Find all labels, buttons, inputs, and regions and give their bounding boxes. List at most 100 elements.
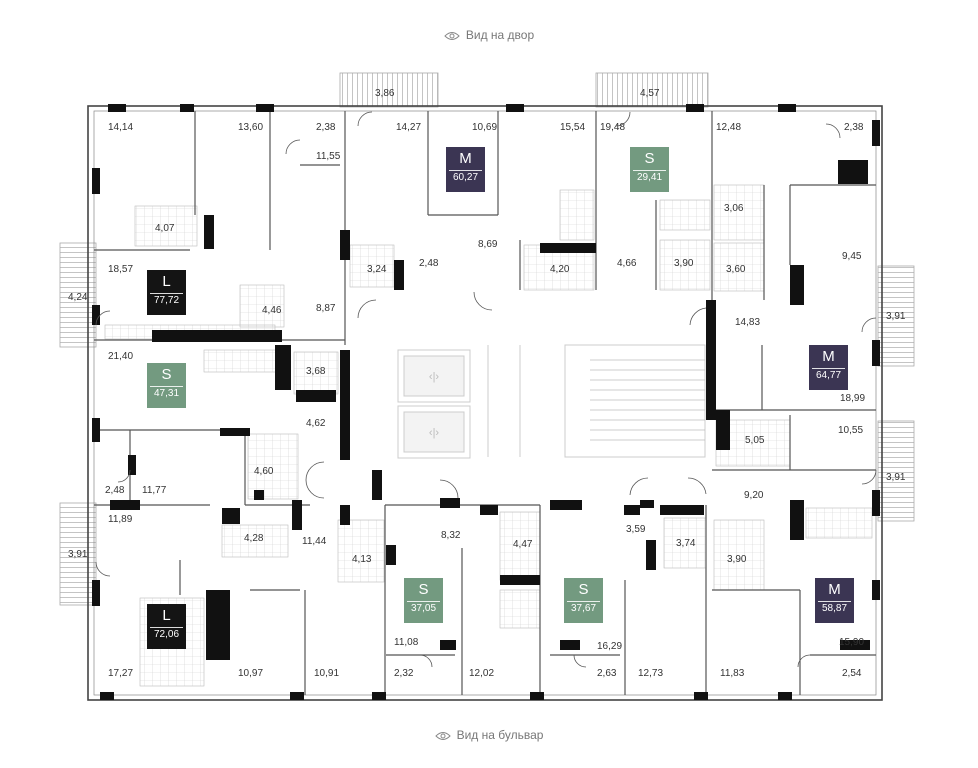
eye-icon — [444, 31, 460, 40]
door-swings — [95, 111, 877, 668]
room-area: 12,48 — [716, 122, 742, 133]
bathroom-tiles — [104, 184, 873, 687]
room-area: 11,83 — [720, 668, 745, 679]
room-area: 17,27 — [108, 668, 134, 679]
room-area: 14,83 — [735, 317, 761, 328]
apartment-badge[interactable]: M 64,77 — [809, 345, 848, 390]
room-area: 18,99 — [840, 393, 866, 404]
apartment-area: 29,41 — [633, 170, 666, 185]
room-area: 19,48 — [600, 122, 626, 133]
room-area: 9,45 — [842, 251, 862, 262]
building-core — [397, 344, 706, 459]
room-area: 8,32 — [441, 530, 461, 541]
room-area: 4,13 — [352, 554, 372, 565]
room-area: 4,66 — [617, 258, 637, 269]
room-area: 10,55 — [838, 425, 864, 436]
room-area: 14,27 — [396, 122, 422, 133]
apartment-area: 72,06 — [150, 627, 183, 642]
room-area: 11,77 — [142, 485, 167, 496]
room-area: 14,14 — [108, 122, 134, 133]
room-area: 3,90 — [674, 258, 694, 269]
apartment-type: M — [828, 581, 841, 598]
room-area: 3,91 — [886, 311, 906, 322]
room-area: 3,74 — [676, 538, 696, 549]
room-area: 2,48 — [419, 258, 439, 269]
room-area: 2,38 — [844, 122, 864, 133]
apartment-area: 64,77 — [812, 368, 845, 383]
room-area: 10,91 — [314, 668, 340, 679]
room-area: 4,57 — [640, 88, 660, 99]
room-area: 8,69 — [478, 239, 498, 250]
room-area: 11,08 — [394, 637, 419, 648]
room-area: 2,63 — [597, 668, 617, 679]
apartment-badge[interactable]: S 47,31 — [147, 363, 186, 408]
room-area: 18,57 — [108, 264, 134, 275]
room-area: 2,54 — [842, 668, 862, 679]
room-area: 4,28 — [244, 533, 264, 544]
room-area: 4,20 — [550, 264, 570, 275]
apartment-badge[interactable]: L 77,72 — [147, 270, 186, 315]
apartment-type: S — [578, 581, 589, 598]
apartment-type: M — [822, 348, 835, 365]
room-area: 9,20 — [744, 490, 764, 501]
room-area: 15,54 — [560, 122, 586, 133]
room-area: 3,60 — [726, 264, 746, 275]
room-area: 15,90 — [839, 637, 865, 648]
structural-columns — [92, 104, 880, 700]
room-area: 2,38 — [316, 122, 336, 133]
apartment-badge[interactable]: S 37,05 — [404, 578, 443, 623]
view-top-text: Вид на двор — [465, 28, 535, 42]
room-area: 4,62 — [306, 418, 326, 429]
apartment-area: 60,27 — [449, 170, 482, 185]
room-area: 3,86 — [375, 88, 395, 99]
room-area: 4,07 — [155, 223, 175, 234]
room-area: 16,29 — [597, 641, 623, 652]
room-area: 11,55 — [316, 151, 341, 162]
room-area: 2,48 — [105, 485, 125, 496]
apartment-area: 37,67 — [567, 601, 600, 616]
apartment-badge[interactable]: S 37,67 — [564, 578, 603, 623]
room-area: 11,44 — [302, 536, 327, 547]
svg-text:‹|›: ‹|› — [429, 371, 440, 383]
room-area: 13,60 — [238, 122, 264, 133]
apartment-type: S — [644, 150, 655, 167]
room-area: 3,59 — [626, 524, 646, 535]
view-bottom-text: Вид на бульвар — [456, 728, 544, 742]
apartment-badge[interactable]: M 58,87 — [815, 578, 854, 623]
view-label-bottom: Вид на бульвар — [0, 728, 978, 742]
room-area: 4,24 — [68, 292, 88, 303]
room-area: 21,40 — [108, 351, 134, 362]
room-area: 3,06 — [724, 203, 744, 214]
apartment-badge[interactable]: L 72,06 — [147, 604, 186, 649]
lift-symbols: ‹|› ‹|› — [429, 371, 440, 439]
exterior-wall-inner — [93, 110, 877, 696]
room-area: 3,91 — [886, 472, 906, 483]
apartment-badge[interactable]: M 60,27 — [446, 147, 485, 192]
balconies — [59, 72, 915, 606]
view-label-top: Вид на двор — [0, 28, 978, 42]
exterior-walls — [87, 105, 883, 701]
apartment-type: S — [161, 366, 172, 383]
eye-icon — [434, 731, 451, 740]
room-area: 10,97 — [238, 668, 264, 679]
apartment-type: S — [418, 581, 429, 598]
room-area: 12,73 — [638, 668, 664, 679]
apartment-type: L — [162, 607, 171, 624]
apartment-type: L — [162, 273, 171, 290]
apartment-area: 47,31 — [150, 386, 183, 401]
apartment-type: M — [459, 150, 472, 167]
room-area: 3,90 — [727, 554, 747, 565]
room-area: 8,87 — [316, 303, 336, 314]
room-area: 3,24 — [367, 264, 387, 275]
room-area: 3,91 — [68, 549, 88, 560]
room-area: 2,32 — [394, 668, 414, 679]
apartment-area: 77,72 — [150, 293, 183, 308]
apartment-area: 37,05 — [407, 601, 440, 616]
room-area: 5,05 — [745, 435, 765, 446]
room-area: 10,69 — [472, 122, 498, 133]
room-area: 4,60 — [254, 466, 274, 477]
room-area: 4,46 — [262, 305, 282, 316]
room-area: 4,47 — [513, 539, 533, 550]
apartment-badge[interactable]: S 29,41 — [630, 147, 669, 192]
